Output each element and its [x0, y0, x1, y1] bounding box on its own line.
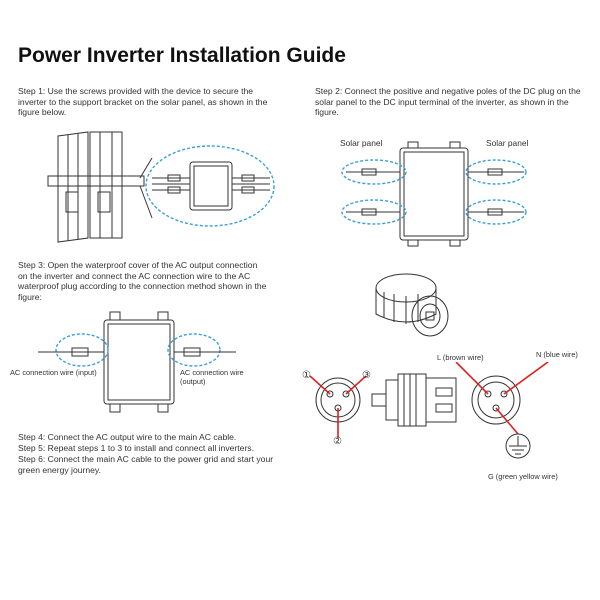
solar-panel-drawing — [47, 131, 145, 243]
solar-panel-label-right: Solar panel — [486, 138, 529, 148]
step2-figure — [341, 141, 527, 247]
pin2-label: ② — [333, 436, 342, 447]
ac-wire-input-label: AC connection wire (input) — [10, 368, 97, 377]
pin1-label: ① — [302, 370, 311, 381]
n-wire-label: N (blue wire) — [536, 350, 578, 359]
g-wire-label: G (green yellow wire) — [488, 472, 558, 481]
inverter-zoom-drawing — [152, 161, 270, 211]
socket-face-drawing — [309, 375, 367, 438]
solar-panel-label-left: Solar panel — [340, 138, 383, 148]
inverter-drawing — [399, 141, 469, 247]
page-title: Power Inverter Installation Guide — [18, 44, 346, 67]
step1-figure — [47, 131, 275, 243]
l-wire-label: L (brown wire) — [437, 353, 484, 362]
plug-face-drawing — [455, 362, 549, 435]
step3-text: Step 3: Open the waterproof cover of the… — [18, 260, 267, 302]
step5-text: Step 5: Repeat steps 1 to 3 to install a… — [18, 443, 254, 453]
step2-text: Step 2: Connect the positive and negativ… — [315, 86, 581, 118]
connector-body-drawing — [371, 373, 457, 427]
ac-wire-output-label-line1: AC connection wire — [180, 368, 244, 377]
ground-icon — [505, 433, 531, 459]
wiring-diagram — [309, 362, 549, 459]
step4-text: Step 4: Connect the AC output wire to th… — [18, 432, 237, 442]
step3-figure — [38, 311, 236, 413]
step6-text: Step 6: Connect the main AC cable to the… — [18, 454, 274, 475]
pin3-label: ③ — [362, 370, 371, 381]
step1-text: Step 1: Use the screws provided with the… — [18, 86, 268, 118]
ac-wire-output-label-line2: (output) — [180, 377, 206, 386]
ac-plug-figure — [375, 273, 449, 337]
